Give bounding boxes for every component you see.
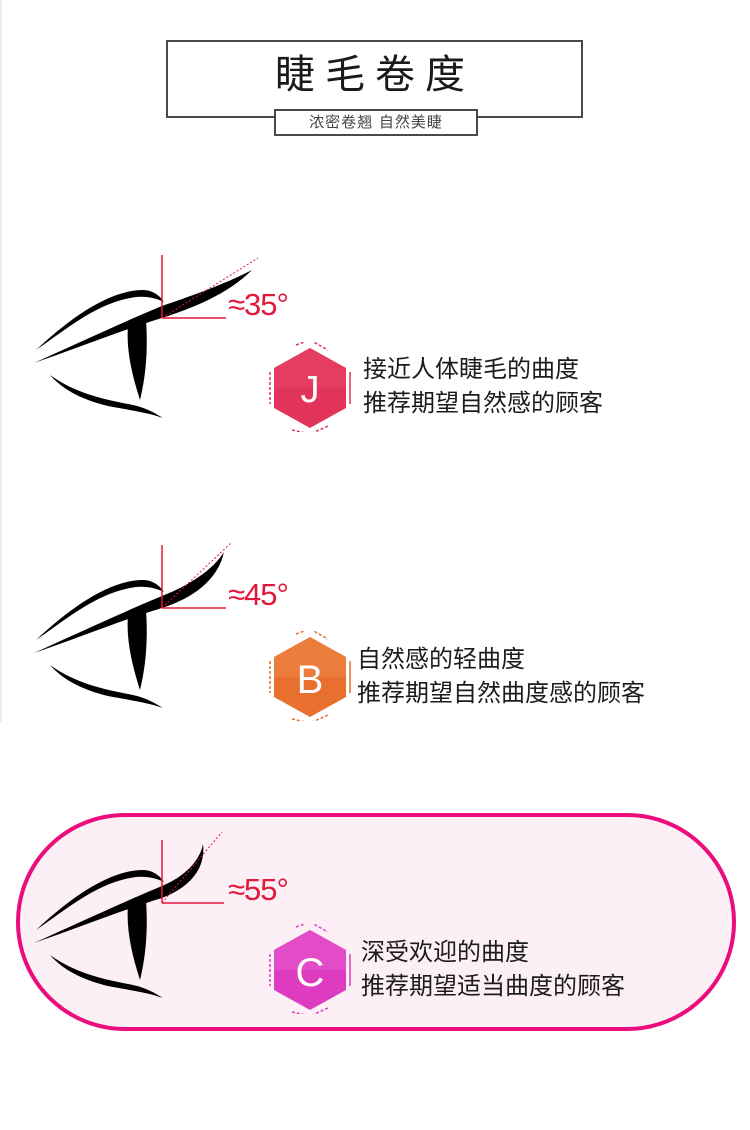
badge-b-icon: B: [268, 631, 352, 721]
svg-text:J: J: [301, 369, 320, 411]
svg-text:B: B: [297, 658, 324, 702]
page-subtitle: 浓密卷翘 自然美睫: [274, 109, 478, 136]
angle-label: ≈35°: [228, 287, 289, 322]
curl-description: 接近人体睫毛的曲度 推荐期望自然感的顾客: [363, 352, 603, 420]
eye-curl-35-icon: [34, 255, 259, 418]
description-line-2: 推荐期望自然感的顾客: [363, 389, 603, 417]
left-edge-rule: [0, 0, 2, 722]
description-line-2: 推荐期望自然曲度感的顾客: [357, 679, 645, 707]
angle-label: ≈55°: [228, 872, 289, 907]
page-title: 睫毛卷度: [275, 52, 475, 98]
eye-curl-45-icon: [34, 541, 233, 708]
description-line-1: 深受欢迎的曲度: [361, 938, 529, 966]
angle-label: ≈45°: [228, 577, 289, 612]
svg-text:C: C: [296, 951, 325, 995]
description-line-1: 自然感的轻曲度: [357, 645, 525, 673]
badge-j-icon: J: [268, 342, 352, 432]
description-line-2: 推荐期望适当曲度的顾客: [361, 972, 625, 1000]
eye-curl-55-icon: [34, 831, 224, 998]
curl-description: 自然感的轻曲度 推荐期望自然曲度感的顾客: [357, 642, 645, 710]
badge-c-icon: C: [268, 924, 352, 1014]
curl-description: 深受欢迎的曲度 推荐期望适当曲度的顾客: [361, 935, 625, 1003]
description-line-1: 接近人体睫毛的曲度: [363, 355, 579, 383]
